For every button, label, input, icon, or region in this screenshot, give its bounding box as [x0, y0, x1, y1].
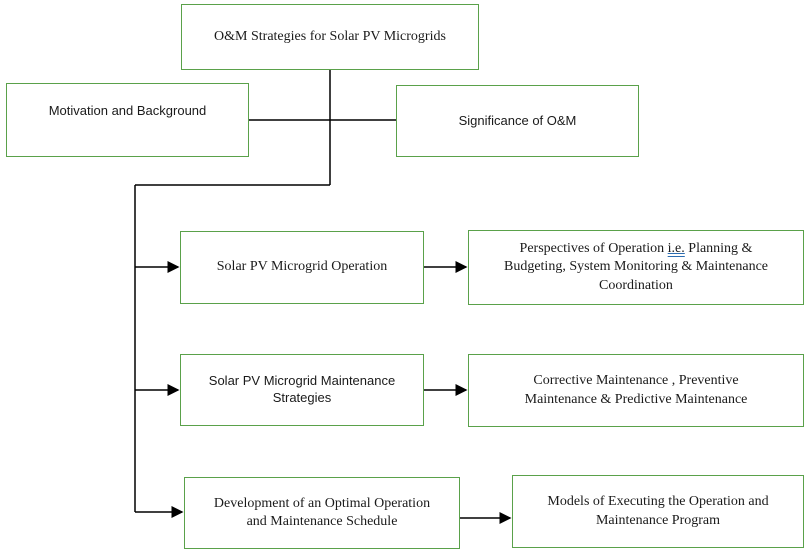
maintenance-box: Solar PV Microgrid Maintenance Strategie… [180, 354, 424, 426]
perspectives-line-3: Coordination [599, 277, 673, 293]
motivation-box: Motivation and Background [6, 83, 249, 157]
ie-abbreviation: i.e. [667, 241, 685, 257]
models-box: Models of Executing the Operation and Ma… [512, 475, 804, 548]
operation-box-label: Solar PV Microgrid Operation [216, 259, 388, 275]
title-box: O&M Strategies for Solar PV Microgrids [181, 4, 479, 70]
operation-box: Solar PV Microgrid Operation [180, 231, 424, 304]
perspectives-box: Perspectives of Operation i.e. Planning … [468, 230, 804, 305]
schedule-line-2: and Maintenance Schedule [246, 514, 398, 529]
perspectives-line-2: Budgeting, System Monitoring & Maintenan… [503, 259, 769, 275]
corrective-line-1: Corrective Maintenance , Preventive [533, 373, 739, 389]
title-box-label: O&M Strategies for Solar PV Microgrids [214, 28, 446, 44]
significance-box-label: Significance of O&M [458, 112, 577, 128]
models-line-1: Models of Executing the Operation and [547, 494, 769, 510]
significance-box: Significance of O&M [396, 85, 639, 157]
perspectives-line-1: Perspectives of Operation i.e. Planning … [519, 241, 753, 257]
schedule-box: Development of an Optimal Operation and … [184, 477, 460, 549]
corrective-line-2: Maintenance & Predictive Maintenance [524, 391, 748, 407]
corrective-box: Corrective Maintenance , Preventive Main… [468, 354, 804, 427]
schedule-line-1: Development of an Optimal Operation [213, 495, 431, 511]
motivation-box-label: Motivation and Background [48, 102, 207, 118]
maintenance-line-2: Strategies [272, 390, 332, 405]
maintenance-line-1: Solar PV Microgrid Maintenance [208, 373, 396, 389]
models-line-2: Maintenance Program [595, 512, 720, 528]
